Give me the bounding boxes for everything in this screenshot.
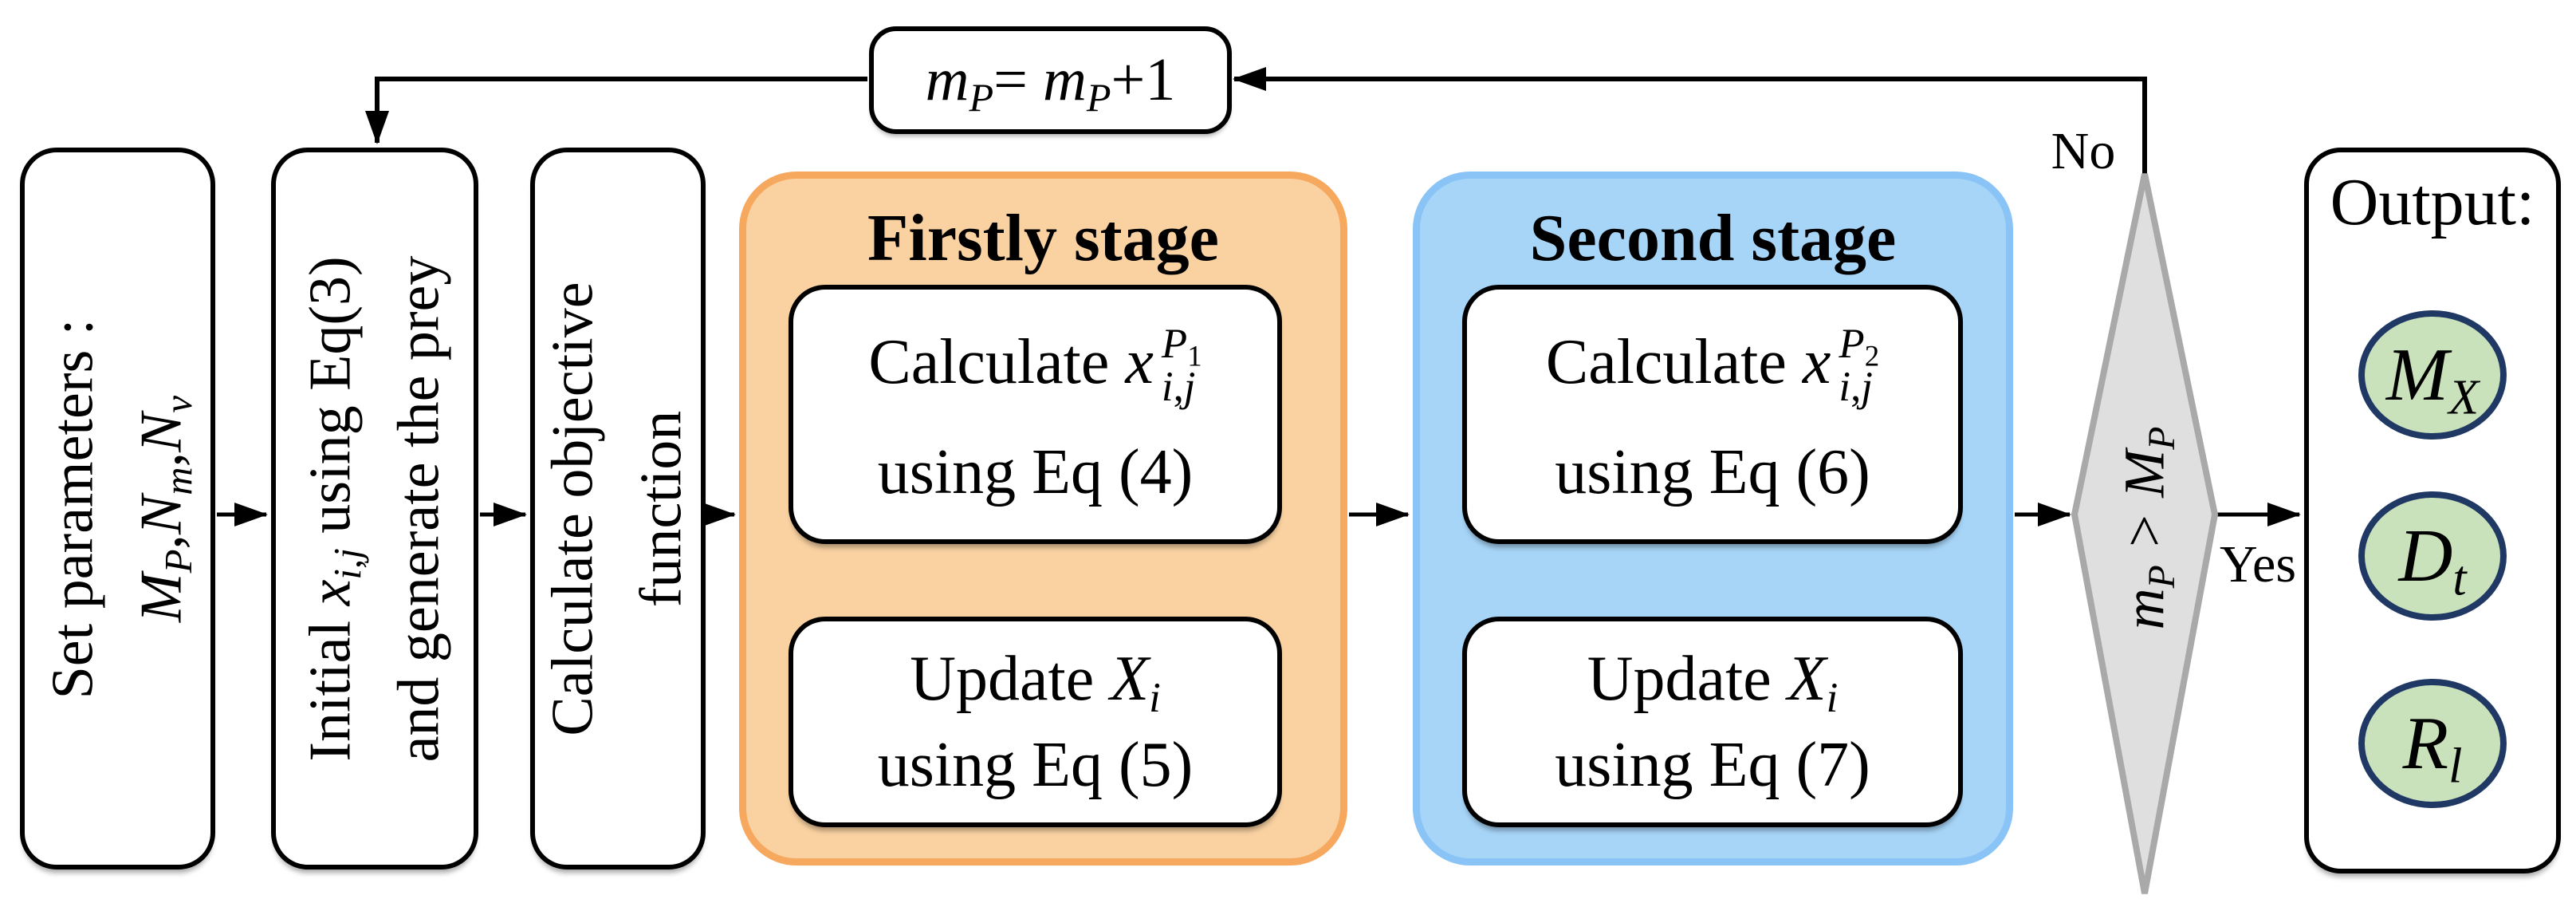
objective-function-text: Calculate objective function xyxy=(541,281,695,736)
decision-condition-label: mP > MP xyxy=(2112,426,2183,630)
objective-function-box: Calculate objective function xyxy=(530,148,706,869)
output-mx-ellipse: MX xyxy=(2358,310,2507,440)
yes-branch-label: Yes xyxy=(2219,535,2297,593)
calc-p2-line2: using Eq (6) xyxy=(1555,436,1870,507)
update-x-eq5-box: Update Xi using Eq (5) xyxy=(789,617,1282,827)
output-box xyxy=(2304,148,2561,873)
no-branch-label: No xyxy=(2051,122,2116,180)
iteration-counter-box: mP= mP+1 xyxy=(869,26,1232,134)
calc-p1-box: Calculate x P1 i,j using Eq (4) xyxy=(789,285,1282,544)
initialize-prey-text: Initial xi,j using Eq(3) and generate th… xyxy=(297,255,452,762)
first-stage-title: Firstly stage xyxy=(867,201,1219,275)
calc-p1-line1: Calculate x P1 i,j xyxy=(868,321,1202,410)
iteration-counter-label: mP= mP+1 xyxy=(925,46,1176,120)
initialize-prey-box: Initial xi,j using Eq(3) and generate th… xyxy=(271,148,478,869)
loop-line-no-to-counter xyxy=(1233,67,2147,175)
output-dt-ellipse: Dt xyxy=(2358,491,2507,621)
calc-p2-box: Calculate x P2 i,j using Eq (6) xyxy=(1462,285,1963,544)
loop-line-counter-to-init xyxy=(365,77,867,144)
calc-p2-scripts: P2 i,j xyxy=(1839,321,1880,410)
calc-p2-line1: Calculate x P2 i,j xyxy=(1545,321,1880,410)
output-title: Output: xyxy=(2330,165,2535,239)
set-parameters-box: Set parameters : MP,Nm,Nv xyxy=(20,148,215,869)
calc-p1-line2: using Eq (4) xyxy=(877,436,1194,507)
decision-diamond xyxy=(2071,173,2219,894)
output-rl-ellipse: Rl xyxy=(2358,679,2507,808)
second-stage-title: Second stage xyxy=(1529,201,1897,275)
set-parameters-text: Set parameters : MP,Nm,Nv xyxy=(40,318,201,699)
calc-p1-scripts: P1 i,j xyxy=(1161,321,1202,410)
update-x-eq7-box: Update Xi using Eq (7) xyxy=(1462,617,1963,827)
